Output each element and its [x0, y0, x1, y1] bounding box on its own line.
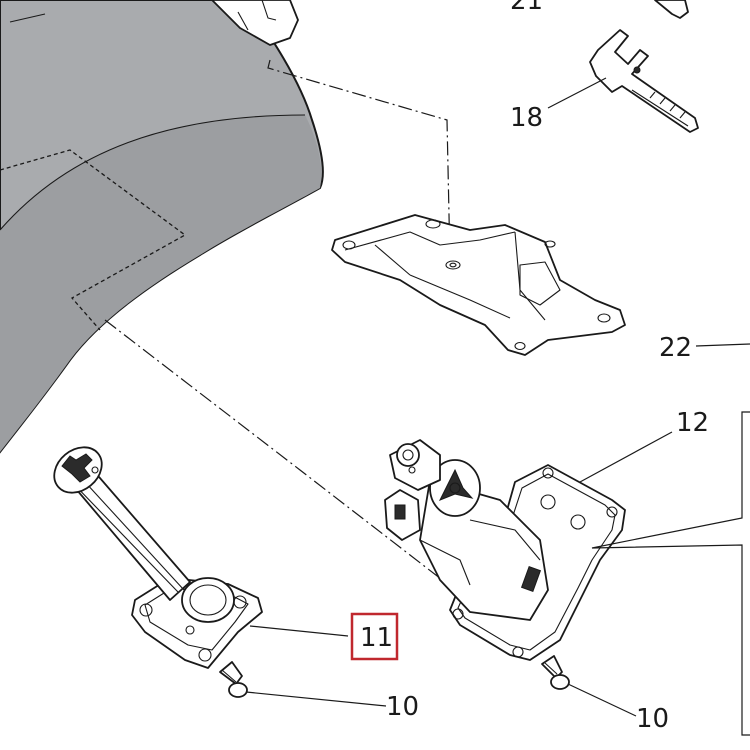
callout-18: 18: [510, 103, 543, 133]
part-11-unit: [53, 446, 263, 669]
axis-line-bracket: [267, 59, 451, 263]
leader-12: [579, 431, 673, 483]
fairing-panel: [0, 0, 324, 454]
callout-11: 11: [360, 623, 393, 653]
callout-11-highlight-box: [350, 612, 399, 661]
part-12-assembly: [384, 439, 626, 661]
callout-12: 12: [676, 408, 709, 438]
callout-10-right: 10: [636, 704, 669, 734]
group-bracket: [591, 411, 750, 736]
top-bracket: [211, 0, 299, 46]
screw-10-left: [219, 661, 248, 698]
callout-10-left: 10: [386, 692, 419, 722]
leader-22: [695, 343, 750, 347]
leader-10-left: [245, 691, 387, 707]
part-21-fragment: [654, 0, 689, 19]
leader-11: [249, 625, 349, 637]
leader-18: [547, 77, 607, 109]
callout-22: 22: [659, 333, 692, 363]
leader-10-right: [567, 683, 637, 717]
screw-10-right: [541, 655, 570, 690]
part-18-key: [589, 29, 699, 133]
mounting-plate: [331, 214, 626, 356]
callout-21: 21: [510, 0, 543, 16]
axis-line-motor: [104, 319, 521, 641]
